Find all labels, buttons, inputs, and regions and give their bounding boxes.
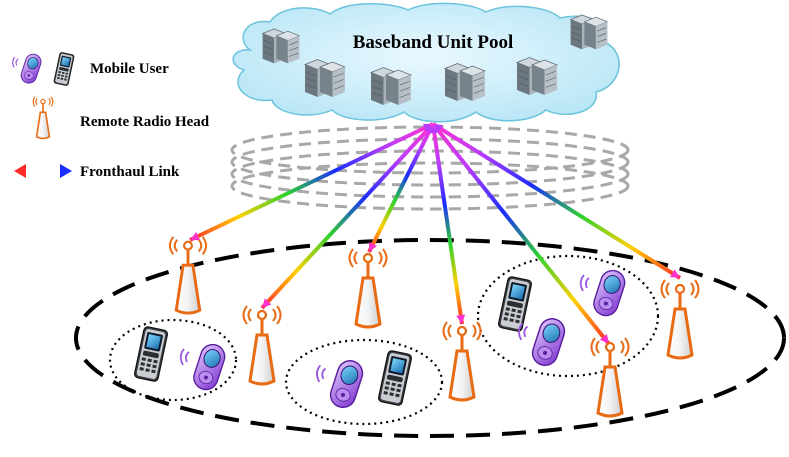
link-arrowhead xyxy=(669,269,680,278)
cluster-left xyxy=(108,318,238,402)
pool-title: Baseband Unit Pool xyxy=(353,32,513,53)
fronthaul-link xyxy=(260,122,435,310)
server-icon xyxy=(262,28,300,64)
legend-remote-radio-head-label: Remote Radio Head xyxy=(80,114,210,130)
legend-mobile-user-label: Mobile User xyxy=(90,61,169,77)
smartphone-icon xyxy=(517,314,568,370)
rrh-tower-icon xyxy=(442,320,482,402)
legend-mobile-user: Mobile User xyxy=(11,51,169,86)
server-icon xyxy=(516,56,558,96)
link-arrowhead xyxy=(456,314,466,324)
fronthaul-links xyxy=(189,122,682,346)
smartphone-icon xyxy=(315,356,366,412)
link-arrowhead xyxy=(369,241,378,252)
remote-radio-heads xyxy=(168,235,700,418)
flip-phone-icon xyxy=(378,350,412,406)
smartphone-icon xyxy=(579,266,628,320)
rrh-tower-icon xyxy=(660,278,700,360)
flip-phone-icon xyxy=(53,52,75,86)
fronthaul-link xyxy=(431,123,464,325)
cluster-right xyxy=(476,254,660,378)
flip-phone-icon xyxy=(134,326,168,382)
legend-fronthaul-link: Fronthaul Link xyxy=(14,164,180,180)
cloud-shape xyxy=(232,2,620,123)
rrh-tower-icon xyxy=(32,95,54,140)
coverage-area xyxy=(74,238,786,438)
user-clusters xyxy=(108,254,660,426)
legend-fronthaul-link-label: Fronthaul Link xyxy=(80,164,180,180)
link-arrowhead xyxy=(190,232,201,241)
server-icon xyxy=(570,14,608,50)
legend-remote-radio-head: Remote Radio Head xyxy=(32,95,210,140)
link-arrowhead xyxy=(433,124,444,133)
rrh-tower-icon xyxy=(242,304,282,386)
legend: Mobile User Remote Radio Head Fronthaul … xyxy=(11,51,210,180)
server-icon xyxy=(444,62,486,102)
link-arrowhead xyxy=(599,334,609,344)
fronthaul-arrow-icon xyxy=(14,164,72,178)
rrh-tower-icon xyxy=(168,235,208,315)
link-arrowhead xyxy=(262,298,272,308)
fronthaul-link xyxy=(431,122,611,346)
fronthaul-link xyxy=(367,123,435,253)
rrh-tower-icon xyxy=(590,336,630,418)
mobile-users xyxy=(134,266,628,412)
rrh-tower-icon xyxy=(348,247,388,329)
fronthaul-rings xyxy=(230,125,630,211)
server-icon xyxy=(304,58,346,98)
fronthaul-link xyxy=(431,122,682,280)
baseband-unit-pool: Baseband Unit Pool xyxy=(232,2,620,123)
cluster-middle xyxy=(284,338,444,426)
flip-phone-icon xyxy=(498,276,532,332)
fronthaul-link xyxy=(189,122,434,242)
server-icon xyxy=(370,66,412,106)
smartphone-icon xyxy=(11,51,44,86)
